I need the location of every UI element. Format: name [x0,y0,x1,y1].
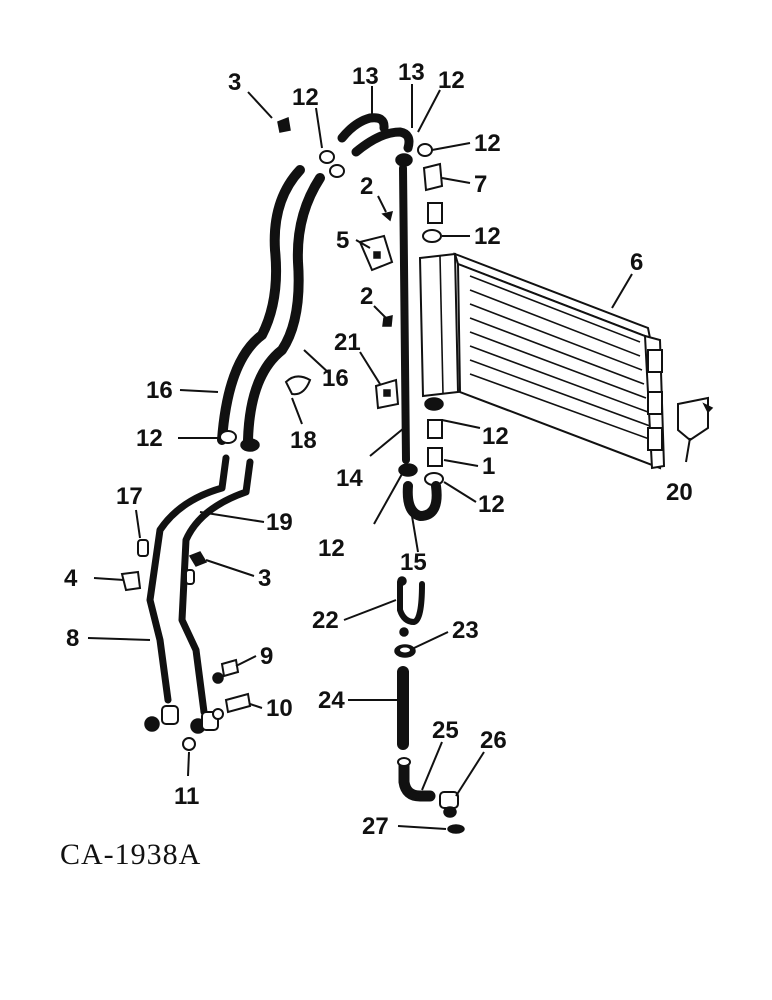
fitting-26 [439,791,459,809]
callout-10: 10 [266,695,293,722]
fitting-7 [422,162,444,192]
callout-12: 12 [474,223,501,250]
callout-3: 3 [258,565,271,592]
callout-11: 11 [174,783,199,810]
callout-12: 12 [478,491,505,518]
part-4 [120,570,142,592]
callout-24: 24 [318,687,345,714]
callout-20: 20 [666,479,693,506]
callout-6: 6 [630,249,643,276]
callout-2: 2 [360,283,373,310]
callout-18: 18 [290,427,317,454]
bracket-20 [677,396,709,442]
callout-13: 13 [352,63,379,90]
part-9 [220,658,240,678]
condenser [418,252,666,470]
callout-7: 7 [474,171,487,198]
callout-9: 9 [260,643,273,670]
diagram-code: CA-1938A [60,838,201,871]
callout-14: 14 [336,465,363,492]
callout-25: 25 [432,717,459,744]
part-17 [137,539,149,557]
callout-4: 4 [64,565,78,592]
callout-12: 12 [292,84,319,111]
callout-17: 17 [116,483,143,510]
callout-15: 15 [400,549,427,576]
callout-12: 12 [136,425,163,452]
callout-12: 12 [482,423,509,450]
callout-12: 12 [318,535,345,562]
tube-14 [399,164,410,464]
lines-8-19 [146,454,254,716]
callout-8: 8 [66,625,79,652]
fitting-12 [319,150,335,164]
hoses-16 [217,165,325,445]
callout-26: 26 [480,727,507,754]
callout-13: 13 [398,59,425,86]
callout-16: 16 [322,365,349,392]
callout-21: 21 [334,329,361,356]
clamp-18 [284,375,312,396]
callout-12: 12 [438,67,465,94]
hoses-13 [337,113,414,157]
callout-16: 16 [146,377,173,404]
callout-1: 1 [482,453,495,480]
callout-12: 12 [474,130,501,157]
callouts: 3 12 13 13 12 12 7 2 12 5 6 2 21 16 16 1… [64,59,693,840]
leader-lines [87,84,691,830]
callout-19: 19 [266,509,293,536]
callout-22: 22 [312,607,339,634]
callout-23: 23 [452,617,479,644]
callout-5: 5 [336,227,349,254]
callout-27: 27 [362,813,389,840]
callout-2: 2 [360,173,373,200]
washer-27 [447,824,465,834]
callout-3: 3 [228,69,241,96]
part-10 [224,692,252,714]
